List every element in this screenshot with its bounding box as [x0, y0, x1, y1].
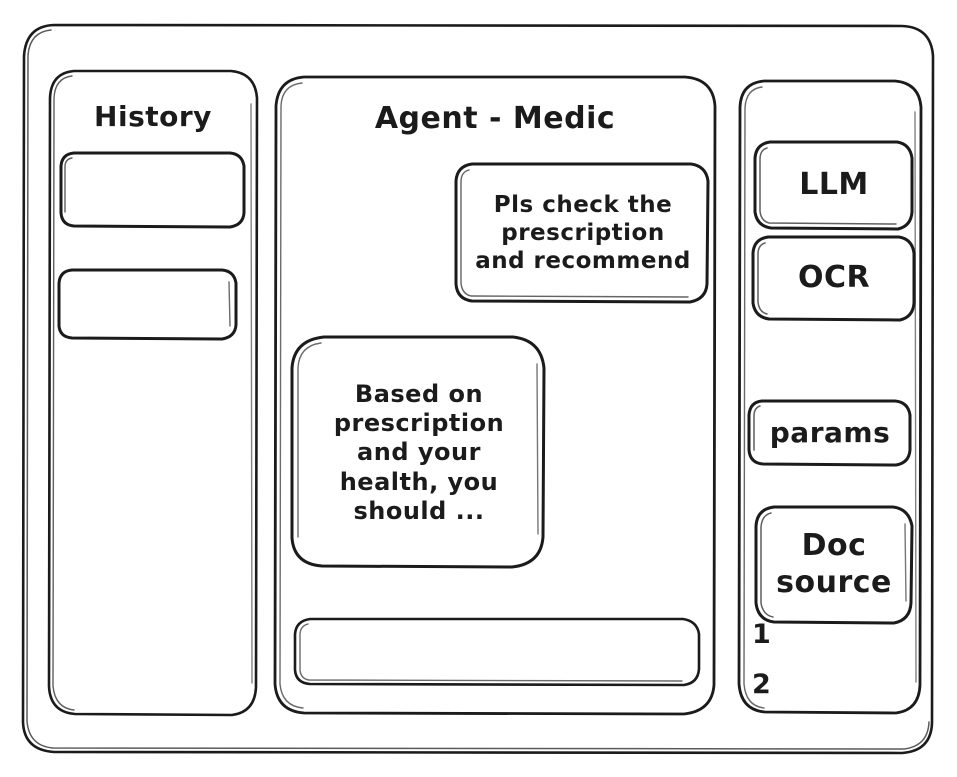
tools-panel [736, 78, 924, 716]
history-panel [46, 68, 260, 718]
message-bubble-user [452, 160, 712, 306]
tool-card-llm[interactable] [752, 139, 916, 231]
tool-card-doc-source[interactable] [752, 504, 916, 626]
message-input[interactable] [292, 616, 702, 688]
history-item[interactable] [56, 266, 240, 342]
app-window-frame [20, 22, 936, 756]
message-bubble-assistant [288, 334, 550, 572]
history-item[interactable] [58, 150, 248, 230]
tool-card-ocr[interactable] [750, 234, 918, 322]
conversation-panel [272, 74, 718, 718]
tool-card-params[interactable] [746, 398, 914, 468]
